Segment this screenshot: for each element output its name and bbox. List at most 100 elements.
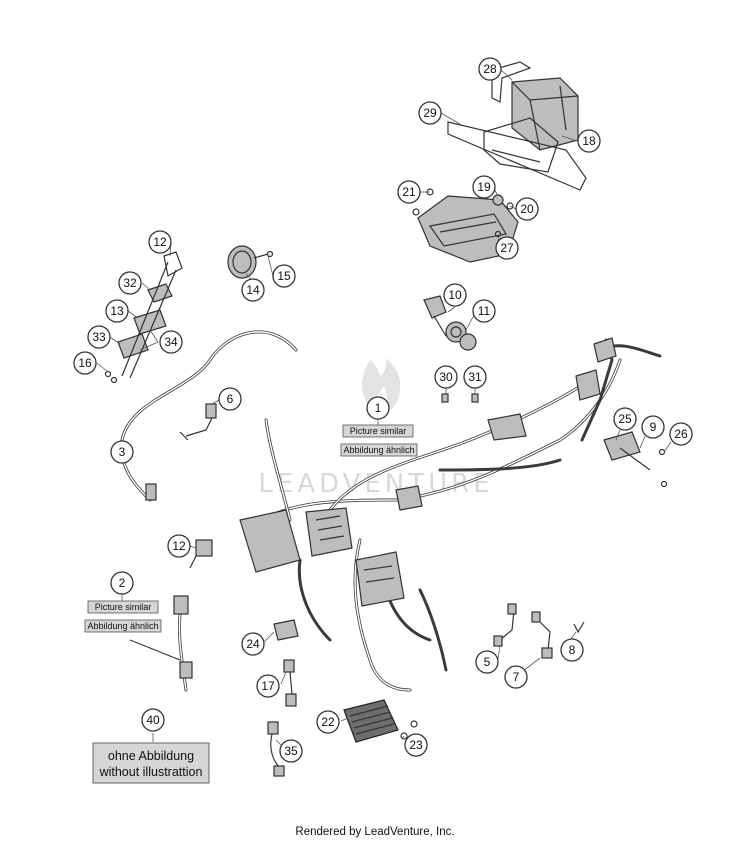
- battery-bracket-part: [447, 117, 587, 191]
- callout-21: 21: [397, 180, 421, 204]
- svg-text:12: 12: [172, 539, 186, 553]
- sensor-5-part: [493, 603, 517, 647]
- switch-stack-part: [104, 251, 183, 384]
- svg-text:27: 27: [500, 241, 514, 255]
- callout-18: 18: [577, 129, 601, 153]
- callout-19: 19: [472, 175, 496, 199]
- svg-text:20: 20: [520, 202, 534, 216]
- callout-16: 16: [73, 351, 97, 375]
- svg-text:24: 24: [246, 637, 260, 651]
- callout-10: 10: [443, 283, 467, 307]
- callout-23: 23: [404, 733, 428, 757]
- svg-text:34: 34: [164, 335, 178, 349]
- callout-12-top: 12: [148, 230, 172, 254]
- callout-32: 32: [118, 271, 142, 295]
- watermark-text: LEADVENTURE: [258, 469, 493, 499]
- callout-27: 27: [495, 236, 519, 260]
- callout-6: 6: [218, 387, 242, 411]
- callout-40: 40: [141, 708, 165, 732]
- svg-text:29: 29: [423, 106, 437, 120]
- callout-33: 33: [87, 325, 111, 349]
- svg-text:26: 26: [674, 427, 688, 441]
- svg-text:10: 10: [448, 288, 462, 302]
- note-2-abbildung-aehnlich: Abbildung ähnlich: [84, 619, 162, 633]
- callout-31: 31: [463, 365, 487, 389]
- svg-text:22: 22: [321, 715, 335, 729]
- sub-harness-2-part: [129, 595, 193, 692]
- connector-35-part: [267, 721, 285, 777]
- svg-text:15: 15: [277, 269, 291, 283]
- callout-25: 25: [613, 407, 637, 431]
- svg-text:2: 2: [119, 576, 126, 590]
- svg-text:35: 35: [284, 744, 298, 758]
- connector-17-part: [283, 659, 297, 707]
- note-2-picture-similar: Picture similar: [87, 600, 159, 614]
- svg-text:Abbildung ähnlich: Abbildung ähnlich: [343, 445, 414, 455]
- sensor-6-part: [179, 403, 217, 441]
- connector-24-part: [273, 619, 299, 641]
- note-1-picture-similar: Picture similar: [342, 424, 414, 438]
- svg-text:Abbildung ähnlich: Abbildung ähnlich: [87, 621, 158, 631]
- svg-text:16: 16: [78, 356, 92, 370]
- svg-text:8: 8: [569, 643, 576, 657]
- svg-text:5: 5: [484, 655, 491, 669]
- callout-34: 34: [159, 330, 183, 354]
- callout-13: 13: [105, 299, 129, 323]
- control-unit-mount-part: [412, 188, 519, 263]
- callout-35: 35: [279, 739, 303, 763]
- callout-15: 15: [272, 264, 296, 288]
- svg-text:14: 14: [246, 283, 260, 297]
- fuse-holder-25-part: [603, 431, 668, 488]
- fuse-30-31-part: [441, 393, 479, 403]
- note-40-without-illustration: ohne Abbildung without illustrattion: [92, 742, 210, 784]
- callout-29: 29: [418, 101, 442, 125]
- svg-text:Picture similar: Picture similar: [95, 602, 152, 612]
- horn-part: [227, 245, 274, 279]
- callout-9: 9: [641, 415, 665, 439]
- footer-credit: Rendered by LeadVenture, Inc.: [295, 826, 455, 838]
- callout-3: 3: [110, 440, 134, 464]
- svg-text:Picture similar: Picture similar: [350, 426, 407, 436]
- svg-text:28: 28: [483, 62, 497, 76]
- sensor-7-part: [531, 611, 553, 659]
- svg-text:23: 23: [409, 738, 423, 752]
- svg-text:6: 6: [227, 392, 234, 406]
- svg-text:17: 17: [261, 679, 275, 693]
- svg-text:30: 30: [439, 370, 453, 384]
- svg-text:19: 19: [477, 180, 491, 194]
- callout-20: 20: [515, 197, 539, 221]
- callout-14: 14: [241, 278, 265, 302]
- svg-text:31: 31: [468, 370, 482, 384]
- callout-30: 30: [434, 365, 458, 389]
- svg-text:ohne Abbildung: ohne Abbildung: [108, 749, 194, 763]
- callout-26: 26: [669, 422, 693, 446]
- callout-8: 8: [560, 638, 584, 662]
- svg-text:32: 32: [123, 276, 137, 290]
- svg-text:without illustrattion: without illustrattion: [99, 765, 203, 779]
- svg-text:3: 3: [119, 445, 126, 459]
- svg-text:9: 9: [650, 420, 657, 434]
- main-harness-part: [239, 337, 662, 692]
- callout-17: 17: [256, 674, 280, 698]
- callout-28: 28: [478, 57, 502, 81]
- leader-lines: [96, 68, 672, 747]
- callout-2: 2: [110, 571, 134, 595]
- connector-12-part: [189, 539, 213, 569]
- svg-text:1: 1: [375, 401, 382, 415]
- note-1-abbildung-aehnlich: Abbildung ähnlich: [340, 443, 418, 457]
- clip-8-part: [573, 621, 585, 634]
- svg-text:11: 11: [478, 304, 491, 318]
- wire-3-part: [120, 330, 298, 502]
- callout-7: 7: [504, 665, 528, 689]
- callout-22: 22: [316, 710, 340, 734]
- voltage-regulator-part: [343, 699, 418, 743]
- svg-text:7: 7: [513, 670, 520, 684]
- callout-11: 11: [472, 299, 496, 323]
- callout-12-lower: 12: [167, 534, 191, 558]
- callout-24: 24: [241, 632, 265, 656]
- svg-text:40: 40: [146, 713, 160, 727]
- svg-text:13: 13: [110, 304, 124, 318]
- callout-1: 1: [366, 396, 390, 420]
- battery-box-part: [491, 61, 579, 151]
